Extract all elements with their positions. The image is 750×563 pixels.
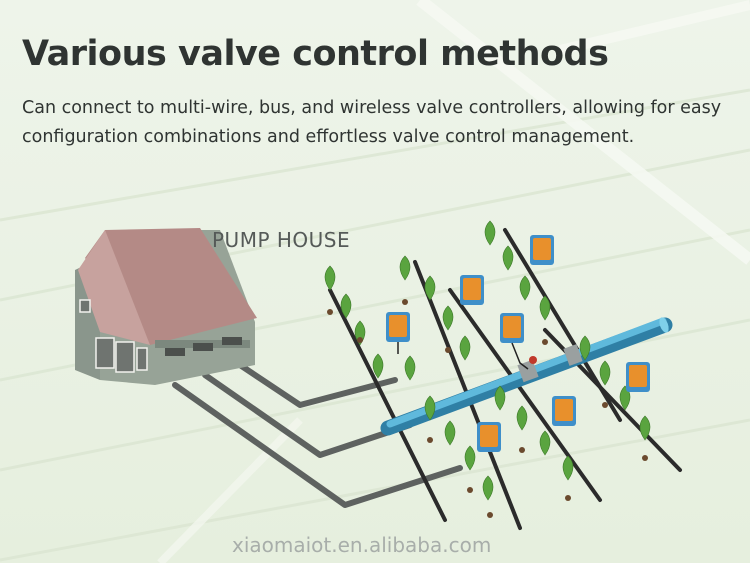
controller-5 <box>626 362 650 392</box>
pump-wires <box>172 362 463 508</box>
plants <box>324 220 651 518</box>
page-title: Various valve control methods <box>22 34 609 74</box>
controller-2 <box>460 275 484 305</box>
controller-4 <box>500 313 529 370</box>
page-subtitle: Can connect to multi-wire, bus, and wire… <box>22 98 722 147</box>
pump-house <box>75 228 257 385</box>
controller-3 <box>530 235 554 265</box>
controller-1 <box>386 312 410 354</box>
valve-controllers <box>386 235 650 452</box>
controller-7 <box>477 422 501 452</box>
watermark: xiaomaiot.en.alibaba.com <box>232 533 492 557</box>
pump-house-label: PUMP HOUSE <box>212 228 351 252</box>
controller-6 <box>552 396 576 426</box>
